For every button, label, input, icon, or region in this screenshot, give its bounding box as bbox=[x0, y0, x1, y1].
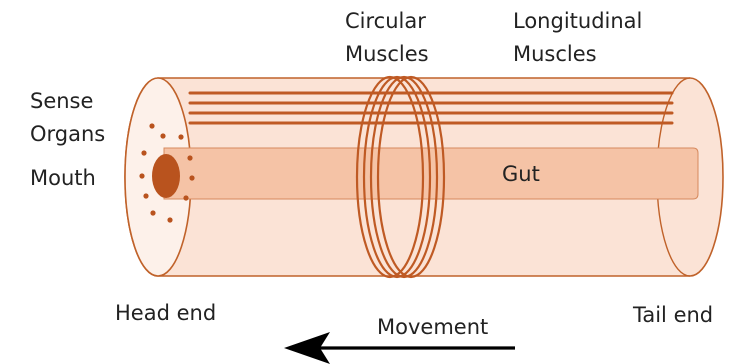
tail-end-label: Tail end bbox=[632, 303, 713, 327]
sense-organ-dot bbox=[189, 175, 194, 180]
mouth-label: Mouth bbox=[30, 166, 96, 190]
head-end-label: Head end bbox=[115, 301, 216, 325]
sense-organ-dot bbox=[183, 195, 188, 200]
sense-organ-dot bbox=[178, 134, 183, 139]
longitudinal-muscles-label-line2: Muscles bbox=[513, 42, 597, 66]
sense-organs-label-line2: Organs bbox=[30, 122, 105, 146]
circular-muscles-label-line1: Circular bbox=[345, 9, 426, 33]
gut-label: Gut bbox=[502, 162, 540, 186]
sense-organ-dot bbox=[160, 133, 165, 138]
movement-label: Movement bbox=[377, 315, 488, 339]
sense-organ-dot bbox=[187, 155, 192, 160]
sense-organ-dot bbox=[150, 210, 155, 215]
longitudinal-muscles-label-line1: Longitudinal bbox=[513, 9, 642, 33]
sense-organ-dot bbox=[139, 173, 144, 178]
sense-organ-dot bbox=[149, 123, 154, 128]
sense-organs-label-line1: Sense bbox=[30, 89, 93, 113]
sense-organ-dot bbox=[167, 217, 172, 222]
mouth-opening bbox=[152, 154, 180, 198]
sense-organ-dot bbox=[143, 193, 148, 198]
sense-organ-dot bbox=[141, 150, 146, 155]
circular-muscles-label-line2: Muscles bbox=[345, 42, 429, 66]
